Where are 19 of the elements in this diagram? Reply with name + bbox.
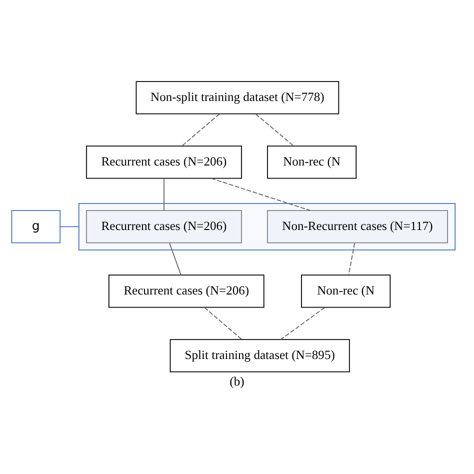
connector	[348, 242, 356, 276]
node-box: Non-rec (N	[267, 146, 357, 179]
node-box: Recurrent cases (N=206)	[108, 274, 264, 308]
node-box: Recurrent cases (N=206)	[86, 146, 242, 179]
cluster	[78, 202, 456, 250]
node-box: Non-Recurrent cases (N=117)	[267, 210, 448, 244]
node-box: Non-rec (N	[301, 274, 391, 308]
node-box: Non-split training dataset (N=778)	[136, 81, 340, 114]
connector	[182, 114, 220, 146]
connector	[280, 307, 326, 340]
node-box: g	[11, 210, 61, 244]
connector	[60, 226, 80, 228]
connector	[169, 242, 182, 276]
connector	[255, 114, 294, 146]
node-box: Split training dataset (N=895)	[170, 339, 350, 372]
connector	[210, 178, 311, 211]
node-box: Recurrent cases (N=206)	[86, 210, 242, 244]
caption: (b)	[230, 374, 244, 388]
connector	[204, 307, 242, 340]
